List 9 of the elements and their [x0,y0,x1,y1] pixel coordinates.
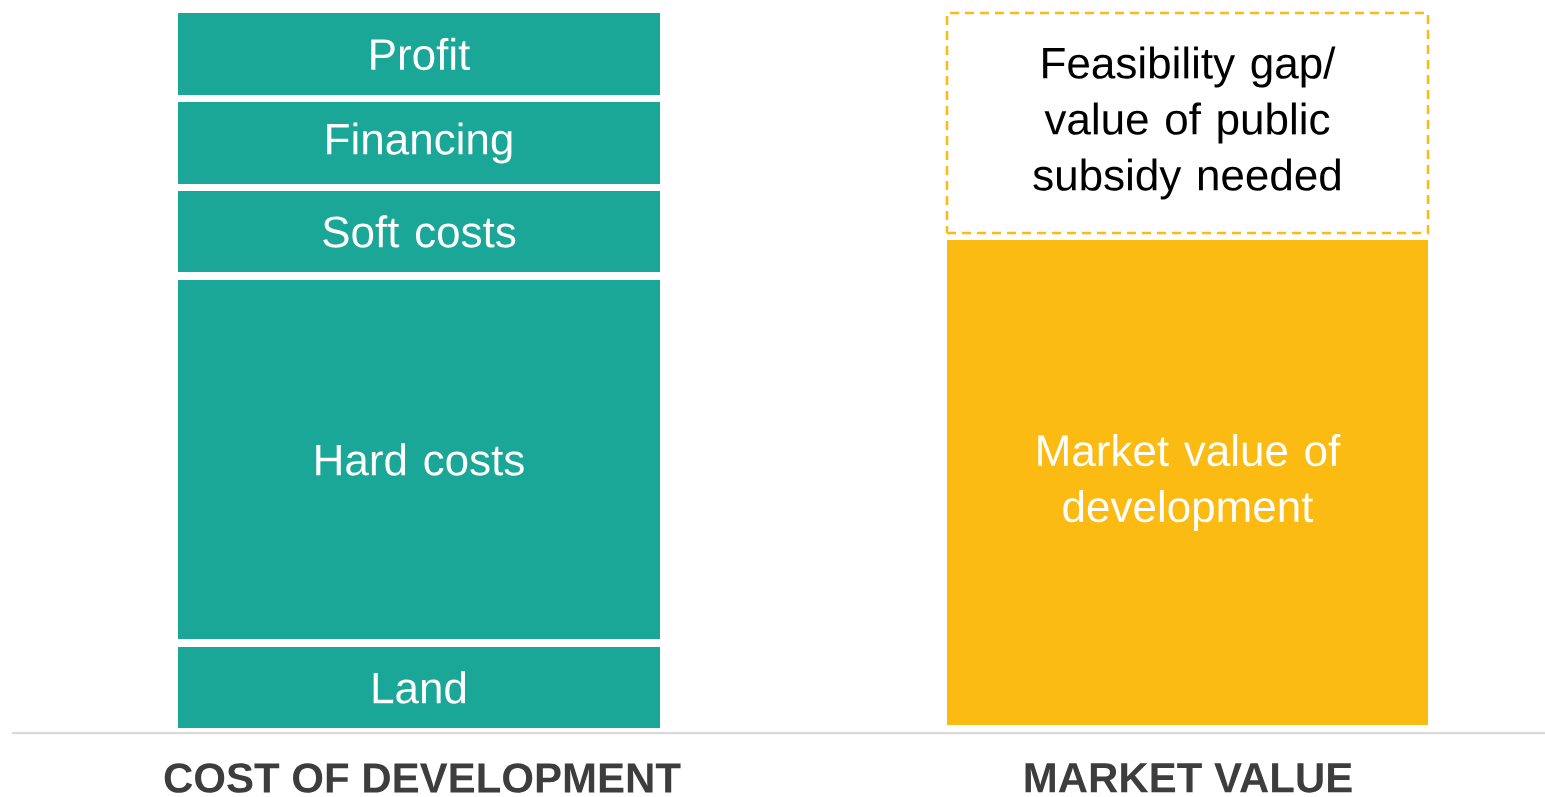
cost-bar-segment: Hard costs [178,280,660,639]
cost-bar-segment: Profit [178,13,660,95]
axis-label: MARKET VALUE [1025,763,1352,793]
cost-bar-segment: Soft costs [178,191,660,272]
cost-bar-segment: Land [178,647,660,728]
gap-box: Feasibility gap/ value of public subsidy needed [945,11,1430,235]
market-value-bar: Market value of development [947,240,1428,725]
axis-label: COST OF DEVELOPMENT [164,763,681,793]
cost-bar-segment: Financing [178,102,660,184]
